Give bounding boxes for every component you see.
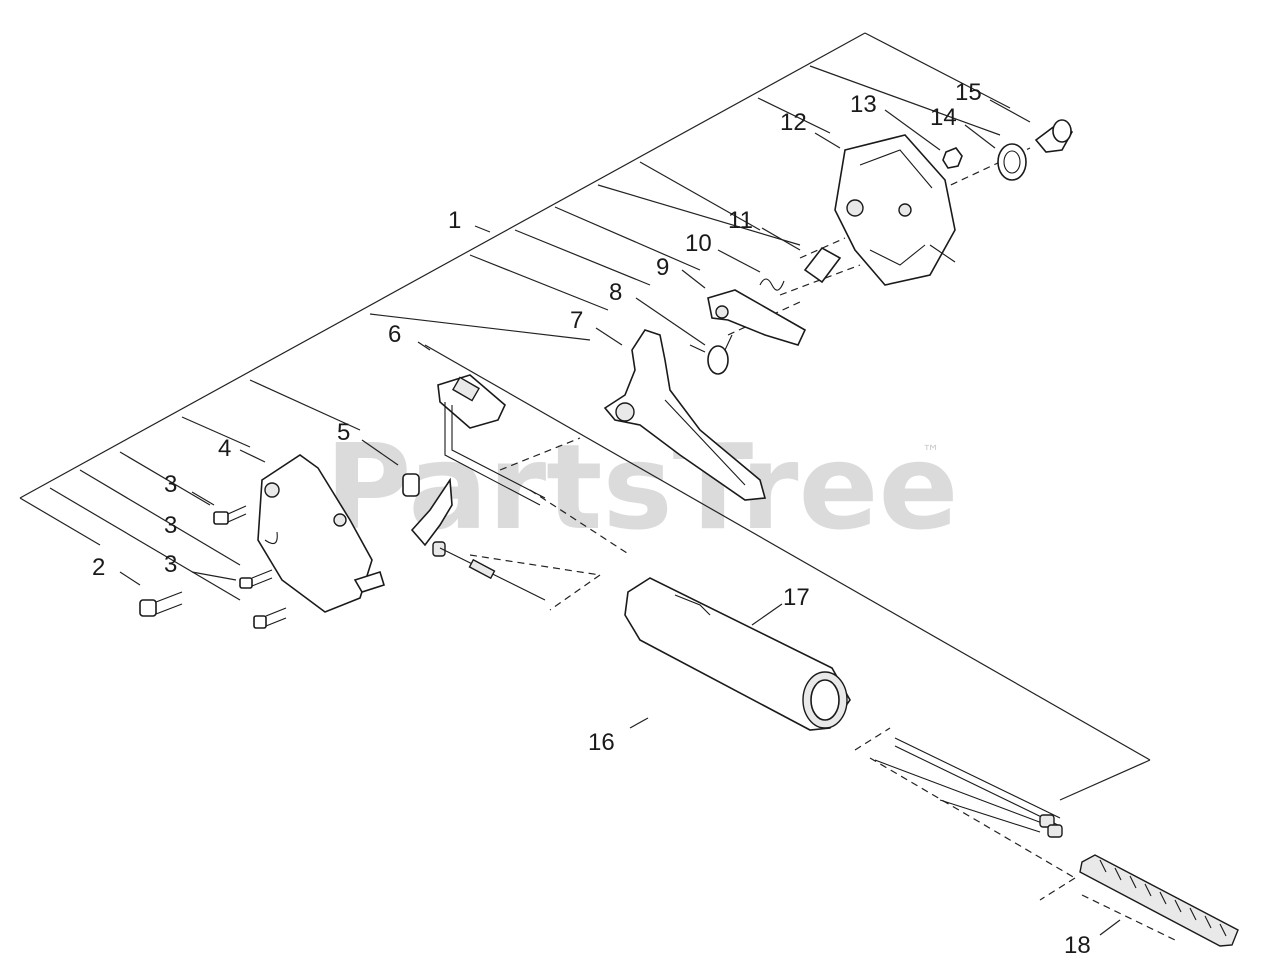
callout-9: 9 (656, 254, 669, 281)
callout-4: 4 (218, 435, 231, 462)
callout-14: 14 (930, 104, 957, 131)
callout-2: 2 (92, 554, 105, 581)
part-10-spring (759, 278, 785, 291)
part-11-spacer (803, 246, 842, 284)
callout-3a: 3 (164, 471, 177, 498)
callout-15: 15 (955, 79, 982, 106)
callout-16: 16 (588, 729, 615, 756)
callout-labels: 1 2 3 3 3 4 5 6 7 8 9 10 11 12 13 14 15 … (92, 79, 1091, 959)
part-6-switch (437, 374, 546, 506)
part-4-cover (257, 454, 385, 613)
cables (874, 737, 1063, 838)
callout-13: 13 (850, 91, 877, 118)
screws (139, 505, 287, 629)
cable-end (439, 547, 546, 601)
part-15-knob (1034, 119, 1074, 153)
part-18-spring (1079, 854, 1239, 947)
callout-11: 11 (728, 207, 753, 234)
callout-10: 10 (685, 230, 712, 257)
part-2-screw (139, 591, 183, 617)
part-3-screw-b (239, 569, 273, 589)
callout-7: 7 (570, 307, 583, 334)
part-14-spring (997, 143, 1027, 181)
part-5-clamp (402, 473, 453, 557)
part-7-trigger (603, 329, 767, 501)
part-17-grip (624, 577, 851, 731)
callout-3c: 3 (164, 551, 177, 578)
callout-leaders (119, 99, 1121, 936)
watermark-trademark: ™ (922, 442, 940, 463)
callout-12: 12 (780, 109, 807, 136)
callout-17: 17 (783, 584, 810, 611)
callout-6: 6 (388, 321, 401, 348)
part-8-torsion-spring (689, 334, 733, 375)
callout-5: 5 (337, 419, 350, 446)
part-3-screw-c (253, 607, 287, 629)
part-13-nut (942, 147, 963, 169)
part-3-screw-a (213, 505, 247, 525)
callout-3b: 3 (164, 512, 177, 539)
part-9-lever (707, 289, 807, 346)
assembly-bracket-lines (19, 32, 1151, 801)
callout-8: 8 (609, 279, 622, 306)
part-12-housing (834, 134, 956, 286)
callout-1: 1 (448, 207, 461, 234)
callout-18: 18 (1064, 932, 1091, 959)
